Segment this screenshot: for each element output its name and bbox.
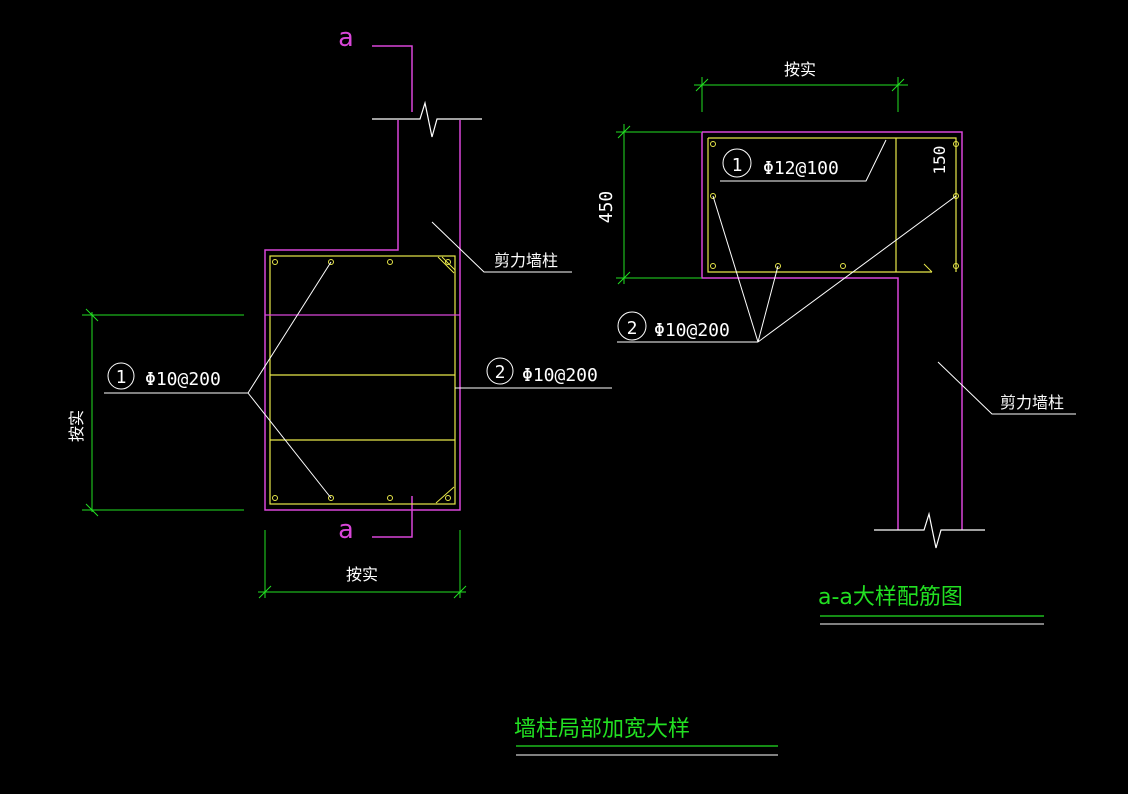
right-rebar1-leader <box>720 139 887 182</box>
right-wall-outline <box>701 131 963 530</box>
left-stirrup-outer <box>269 255 456 505</box>
right-stirrup-hook <box>923 263 933 273</box>
rebar-dot <box>775 263 781 269</box>
left-rebar2-number: 2 <box>495 362 506 383</box>
right-wall-label: 剪力墙柱 <box>1000 393 1064 412</box>
left-detail: a a 1 Φ10@200 2 Φ10@200 <box>67 23 612 599</box>
left-rebar1-bubble <box>107 362 135 390</box>
left-dim-width-text: 按实 <box>346 565 378 584</box>
section-mark-top-label: a <box>338 23 354 53</box>
section-marker-bottom <box>372 496 413 538</box>
right-wall-leader <box>937 361 1076 415</box>
left-wall-leader <box>431 221 572 273</box>
right-break-line <box>874 511 985 549</box>
right-dim-height <box>616 124 702 285</box>
left-dim-height-text: 按实 <box>67 410 86 442</box>
rebar-dot <box>840 263 846 269</box>
left-rebar1-number: 1 <box>116 367 127 388</box>
left-dim-width <box>258 530 467 599</box>
right-detail-title: a-a大样配筋图 <box>818 585 963 610</box>
right-dim-height-text: 450 <box>596 191 617 224</box>
rebar-dot <box>328 495 334 501</box>
rebar-dot <box>710 263 716 269</box>
section-marker-top <box>372 45 413 112</box>
drawing-title-block: 墙柱局部加宽大样 <box>514 717 778 756</box>
rebar-dot <box>445 259 451 265</box>
rebar-dot <box>445 495 451 501</box>
left-break-line <box>372 100 482 138</box>
right-stirrup <box>707 137 957 273</box>
right-rebar-dots <box>710 141 959 269</box>
left-rebar-dots <box>272 259 451 501</box>
left-wall-label: 剪力墙柱 <box>494 251 558 270</box>
left-dim-height <box>82 308 244 517</box>
right-rebar2-number: 2 <box>627 318 638 339</box>
rebar-dot <box>710 193 716 199</box>
rebar-dot <box>953 263 959 269</box>
right-rebar1-bubble <box>722 148 752 178</box>
right-rebar1-spec: Φ12@100 <box>763 158 839 179</box>
right-rebar2-spec: Φ10@200 <box>654 320 730 341</box>
rebar-dot <box>272 259 278 265</box>
rebar-dot <box>953 193 959 199</box>
left-rebar1-spec: Φ10@200 <box>145 369 221 390</box>
rebar-dot <box>328 259 334 265</box>
right-dim-cover-text: 150 <box>930 146 949 175</box>
left-wall-outline <box>264 120 461 511</box>
drawing-title: 墙柱局部加宽大样 <box>514 717 690 742</box>
rebar-dot <box>387 259 393 265</box>
right-dim-top <box>694 77 908 112</box>
rebar-dot <box>953 141 959 147</box>
right-detail: 按实 450 150 1 Φ12@100 2 Φ10@200 剪力墙柱 a-a大… <box>596 60 1076 625</box>
right-rebar2-leader <box>617 195 957 343</box>
right-dim-top-text: 按实 <box>784 60 816 79</box>
left-stirrup-hook-top <box>437 256 456 274</box>
left-rebar1-leader <box>104 261 332 499</box>
left-rebar2-spec: Φ10@200 <box>522 365 598 386</box>
section-mark-bottom-label: a <box>338 515 354 545</box>
right-rebar1-number: 1 <box>732 155 743 176</box>
rebar-dot <box>710 141 716 147</box>
left-rebar2-bubble <box>486 357 514 385</box>
rebar-dot <box>387 495 393 501</box>
left-stirrup-hook-bottom <box>435 486 455 504</box>
rebar-dot <box>272 495 278 501</box>
right-rebar2-bubble <box>617 311 647 341</box>
